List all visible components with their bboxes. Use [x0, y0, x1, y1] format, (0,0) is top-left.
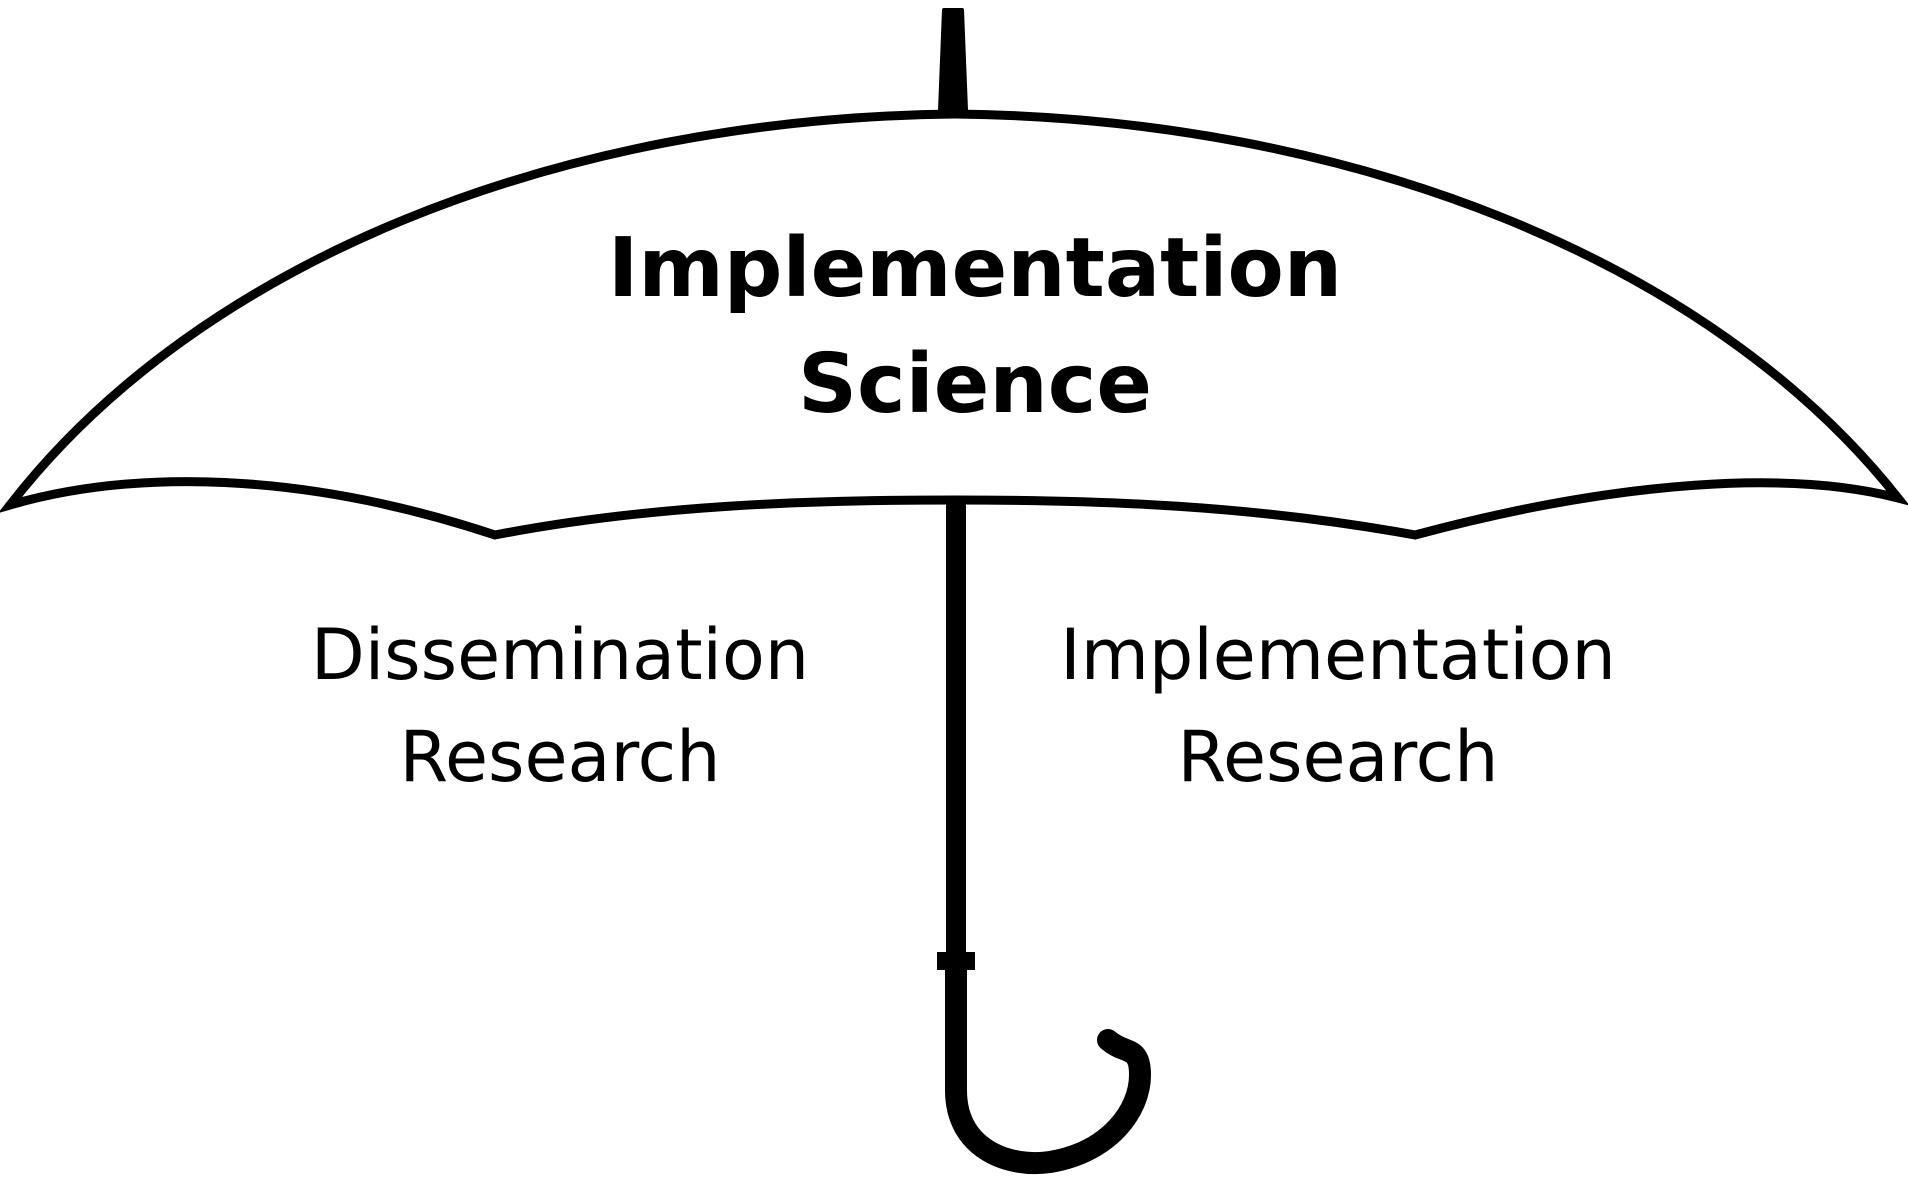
umbrella-canopy — [0, 109, 1908, 540]
left-label-line2: Research — [399, 716, 721, 798]
right-category-label: Implementation Research — [1038, 620, 1638, 792]
left-label-line1: Dissemination — [310, 614, 810, 696]
canopy-title-line2: Science — [798, 337, 1152, 432]
umbrella-tip — [938, 8, 968, 112]
umbrella-handle — [945, 959, 1151, 1174]
left-category-label: Dissemination Research — [280, 620, 840, 792]
canopy-title: Implementation Science — [560, 228, 1390, 426]
right-label-line2: Research — [1177, 716, 1499, 798]
canopy-title-line1: Implementation — [607, 221, 1343, 316]
right-label-line1: Implementation — [1060, 614, 1616, 696]
